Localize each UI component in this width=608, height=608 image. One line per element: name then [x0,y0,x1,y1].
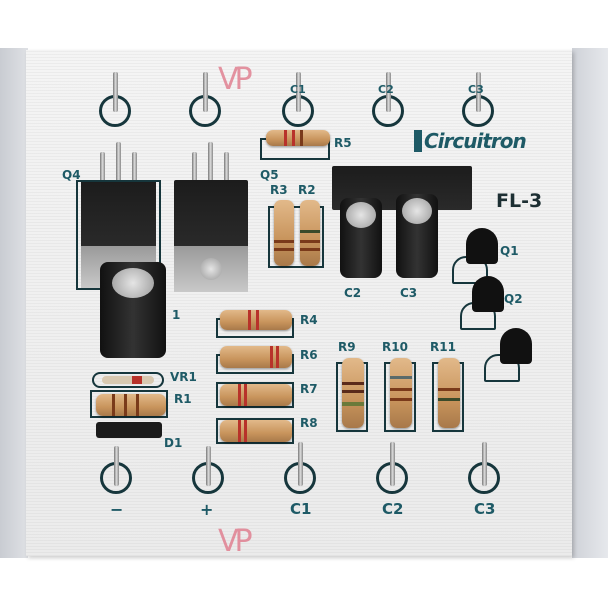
resistor-r4 [220,310,292,330]
label-r4: R4 [300,313,318,327]
label-r9: R9 [338,340,356,354]
q5-leg [192,152,197,182]
handwritten-mark-bottom: VP [218,524,253,559]
c3-top [402,198,432,224]
r1-outline [90,390,168,418]
bottom-label-c1: C1 [290,500,312,518]
resistor-r2 [300,200,320,266]
transistor-q5 [174,180,248,248]
r2-r3-outline [268,206,324,268]
top-label-c1: C1 [290,83,306,96]
resistor-r3 [274,200,294,266]
resistor-r10 [390,358,412,428]
label-r11: R11 [430,340,456,354]
label-q5: Q5 [260,168,279,182]
resistor-r5 [266,130,330,146]
top-pin-c2 [386,72,391,112]
r7-outline [216,382,294,408]
label-q4: Q4 [62,168,81,182]
top-pin-c3 [476,72,481,112]
background-left [0,48,28,558]
handwritten-mark-top: VP [218,62,253,97]
label-q1: Q1 [500,244,519,258]
resistor-r9 [342,358,364,428]
q4-leg [116,142,121,182]
c1-top [112,268,154,298]
circuit-board: C1 C2 C3 VP R5 Circuitron FL-3 Q4 Q5 1 R… [26,50,572,559]
q4-leg [100,152,105,182]
label-r6: R6 [300,348,318,362]
label-q2: Q2 [504,292,523,306]
label-vr1: VR1 [170,370,197,384]
diode-d1 [96,422,162,438]
top-pin-1 [113,72,118,112]
top-pin-c1 [296,72,301,112]
transistor-q1 [466,228,498,264]
resistor-r1 [96,394,166,416]
transistor-q4 [81,180,156,248]
label-d1: D1 [164,436,183,450]
label-r10: R10 [382,340,408,354]
transistor-q3 [500,328,532,364]
c2-top [346,202,376,228]
bottom-label-minus: − [110,500,124,519]
label-c1: 1 [172,308,181,322]
resistor-r11 [438,358,460,428]
resistor-r6 [220,346,292,368]
label-r3: R3 [270,183,288,197]
label-c2: C2 [344,286,362,300]
label-r1: R1 [174,392,192,406]
bottom-label-plus: + [200,500,214,519]
label-r2: R2 [298,183,316,197]
q4-leg [132,152,137,182]
label-r8: R8 [300,416,318,430]
top-label-c2: C2 [378,83,394,96]
transistor-q2 [472,276,504,312]
q5-leg [224,152,229,182]
vr1-outline [92,372,164,388]
bottom-pin [482,442,487,486]
bottom-pin [298,442,303,486]
resistor-r8 [220,420,292,442]
bottom-label-c3: C3 [474,500,496,518]
background-right [572,48,608,558]
top-label-c3: C3 [468,83,484,96]
top-pin-2 [203,72,208,112]
resistor-r7 [220,384,292,406]
bottom-label-c2: C2 [382,500,404,518]
model-label: FL-3 [496,190,543,212]
q5-leg [208,142,213,182]
bottom-pin [390,442,395,486]
bottom-pin [114,446,119,486]
label-r5: R5 [334,136,352,150]
label-c3: C3 [400,286,418,300]
label-r7: R7 [300,382,318,396]
circuitron-logo: Circuitron [414,130,527,152]
bottom-pin [206,446,211,486]
q5-screw [200,258,222,280]
r8-outline [216,418,294,444]
zener-vr1 [102,376,154,384]
